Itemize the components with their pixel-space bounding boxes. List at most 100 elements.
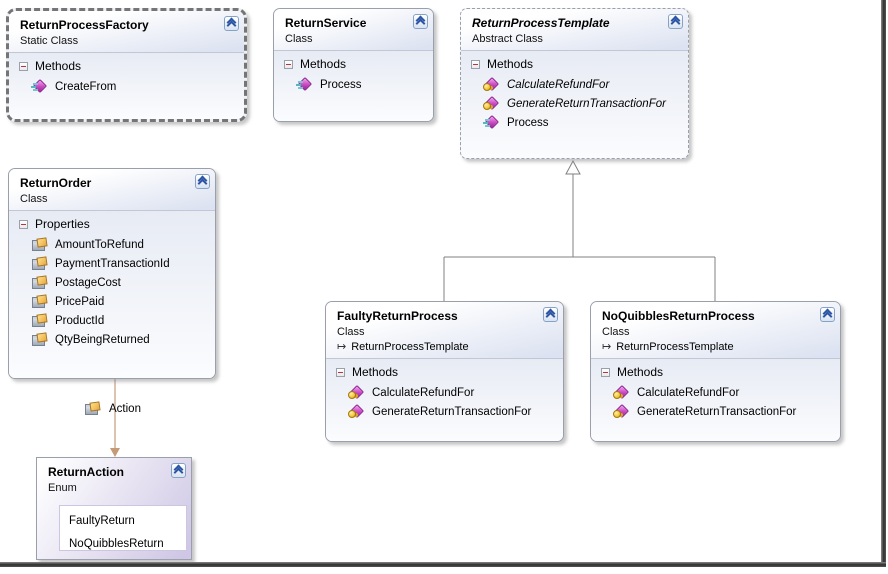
class-body: Methods CalculateRefundFor GenerateRetur… [326, 359, 563, 441]
member-label: ProductId [55, 314, 105, 327]
enum-box-returnaction[interactable]: ReturnAction Enum FaultyReturn NoQuibble… [36, 457, 192, 560]
section-expander-icon[interactable] [19, 219, 28, 229]
class-body: Methods CalculateRefundFor GenerateRetur… [591, 359, 840, 441]
collapse-chevron-icon[interactable] [195, 174, 210, 189]
enum-header: ReturnAction Enum [37, 458, 191, 499]
member-label: PricePaid [55, 295, 105, 308]
member-row[interactable]: CalculateRefundFor [461, 75, 688, 94]
class-box-returnservice[interactable]: ReturnService Class Methods Process [273, 8, 434, 122]
class-box-returnprocesstemplate[interactable]: ReturnProcessTemplate Abstract Class Met… [460, 8, 689, 159]
member-row[interactable]: PostageCost [9, 273, 215, 292]
enum-values-panel: FaultyReturn NoQuibblesReturn [59, 505, 187, 551]
class-header: ReturnService Class [274, 9, 433, 51]
collapse-chevron-icon[interactable] [820, 307, 835, 322]
section-expander-icon[interactable] [471, 59, 480, 69]
property-icon [31, 238, 48, 251]
property-icon [31, 314, 48, 327]
collapse-chevron-icon[interactable] [543, 307, 558, 322]
member-row[interactable]: CreateFrom [9, 77, 244, 96]
class-header: FaultyReturnProcess Class ↦ ReturnProces… [326, 302, 563, 359]
class-header: ReturnProcessFactory Static Class [9, 11, 244, 53]
class-kind: Class [337, 326, 365, 338]
class-title: ReturnProcessTemplate [472, 16, 610, 30]
member-row[interactable]: QtyBeingReturned [9, 330, 215, 349]
class-kind: Class [285, 33, 313, 45]
property-icon [84, 402, 101, 415]
class-kind: Class [602, 326, 630, 338]
method-protected-icon [613, 386, 630, 399]
section-label: Methods [352, 365, 399, 379]
collapse-chevron-icon[interactable] [668, 14, 683, 29]
property-icon [31, 257, 48, 270]
member-row[interactable]: CalculateRefundFor [591, 383, 840, 402]
association-label-text: Action [109, 402, 141, 415]
inherits-arrow-icon: ↦ [337, 340, 347, 353]
class-body: Properties AmountToRefund PaymentTransac… [9, 211, 215, 378]
class-box-faultyreturnprocess[interactable]: FaultyReturnProcess Class ↦ ReturnProces… [325, 301, 564, 442]
methods-section-header[interactable]: Methods [9, 55, 244, 77]
methods-section-header[interactable]: Methods [461, 53, 688, 75]
member-label: CalculateRefundFor [637, 386, 740, 399]
section-label: Methods [617, 365, 664, 379]
enum-value-row[interactable]: NoQuibblesReturn [69, 538, 164, 550]
method-protected-icon [483, 97, 500, 110]
base-class-row: ↦ ReturnProcessTemplate [337, 341, 539, 353]
class-box-noquibblesreturnprocess[interactable]: NoQuibblesReturnProcess Class ↦ ReturnPr… [590, 301, 841, 442]
section-expander-icon[interactable] [336, 367, 345, 377]
enum-title: ReturnAction [48, 465, 124, 479]
class-body: Methods CalculateRefundFor GenerateRetur… [461, 51, 688, 158]
methods-section-header[interactable]: Methods [326, 361, 563, 383]
member-label: CreateFrom [55, 80, 117, 93]
property-icon [31, 333, 48, 346]
member-row[interactable]: Process [461, 113, 688, 132]
member-label: PaymentTransactionId [55, 257, 170, 270]
member-row[interactable]: PaymentTransactionId [9, 254, 215, 273]
class-body: Methods CreateFrom [9, 53, 244, 119]
method-protected-icon [348, 405, 365, 418]
member-row[interactable]: GenerateReturnTransactionFor [591, 402, 840, 421]
class-box-returnorder[interactable]: ReturnOrder Class Properties AmountToRef… [8, 168, 216, 379]
member-row[interactable]: GenerateReturnTransactionFor [461, 94, 688, 113]
member-label: GenerateReturnTransactionFor [637, 405, 797, 418]
member-row[interactable]: ProductId [9, 311, 215, 330]
inheritance-arrowhead-icon [565, 159, 581, 175]
member-row[interactable]: PricePaid [9, 292, 215, 311]
section-expander-icon[interactable] [19, 61, 28, 71]
methods-section-header[interactable]: Methods [274, 53, 433, 75]
class-header: ReturnOrder Class [9, 169, 215, 211]
member-label: Process [507, 116, 549, 129]
section-expander-icon[interactable] [601, 367, 610, 377]
class-box-returnprocessfactory[interactable]: ReturnProcessFactory Static Class Method… [6, 8, 247, 122]
methods-section-header[interactable]: Methods [591, 361, 840, 383]
collapse-chevron-icon[interactable] [171, 463, 186, 478]
member-row[interactable]: GenerateReturnTransactionFor [326, 402, 563, 421]
collapse-chevron-icon[interactable] [224, 16, 239, 31]
class-title: FaultyReturnProcess [337, 309, 458, 323]
section-label: Methods [487, 57, 534, 71]
class-kind: Class [20, 193, 48, 205]
method-public-icon [31, 80, 48, 93]
class-header: NoQuibblesReturnProcess Class ↦ ReturnPr… [591, 302, 840, 359]
collapse-chevron-icon[interactable] [413, 14, 428, 29]
inheritance-line [443, 174, 716, 301]
method-protected-icon [483, 78, 500, 91]
member-label: QtyBeingReturned [55, 333, 150, 346]
member-row[interactable]: Process [274, 75, 433, 94]
member-row[interactable]: CalculateRefundFor [326, 383, 563, 402]
association-label[interactable]: Action [84, 402, 141, 415]
method-protected-icon [613, 405, 630, 418]
class-body: Methods Process [274, 51, 433, 121]
method-public-icon [296, 78, 313, 91]
class-title: ReturnProcessFactory [20, 18, 149, 32]
member-row[interactable]: AmountToRefund [9, 235, 215, 254]
section-expander-icon[interactable] [284, 59, 293, 69]
class-title: ReturnService [285, 16, 367, 30]
member-label: GenerateReturnTransactionFor [507, 97, 666, 110]
properties-section-header[interactable]: Properties [9, 213, 215, 235]
enum-value-row[interactable]: FaultyReturn [69, 515, 135, 527]
window-edge-right [881, 0, 886, 567]
member-label: CalculateRefundFor [507, 78, 610, 91]
class-kind: Abstract Class [472, 33, 543, 45]
member-label: Process [320, 78, 362, 91]
